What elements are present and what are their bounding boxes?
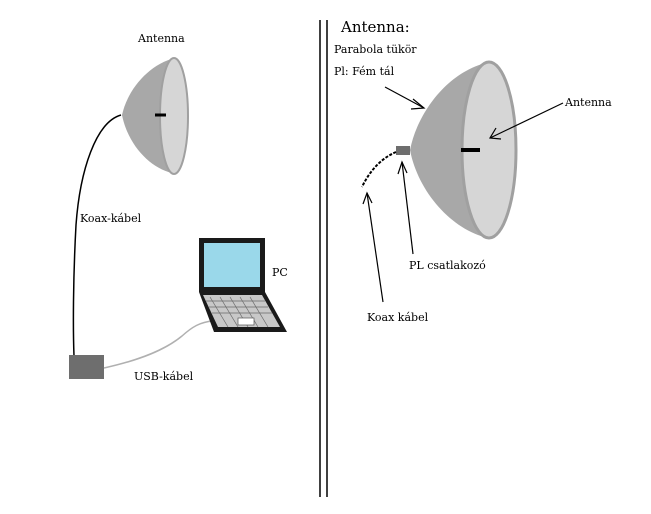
left-setup: Antenna Koax-kábel USB-kábel — [69, 32, 288, 383]
connector-arrowhead — [397, 160, 408, 175]
connector-arrow — [401, 161, 414, 255]
coax-cable-left — [72, 114, 122, 357]
small-dish-antenna — [122, 57, 189, 175]
coax-label-left: Koax-kábel — [80, 212, 142, 225]
antenna-arrowhead — [488, 127, 502, 140]
coax-arrowhead — [362, 191, 373, 205]
usb-cable — [103, 320, 214, 369]
connector-label: PL csatlakozó — [409, 259, 486, 272]
pl-connector — [396, 146, 410, 155]
dish-arrowhead — [410, 98, 426, 110]
laptop-icon — [199, 238, 287, 332]
dish-description-line2: Pl: Fém tál — [334, 65, 395, 78]
laptop-keys — [206, 296, 272, 328]
receiver-device — [69, 355, 104, 379]
large-dish-antenna — [396, 60, 518, 240]
pc-label: PC — [272, 266, 288, 279]
antenna-label-right: Antenna — [564, 96, 612, 109]
coax-label-right: Koax kábel — [367, 311, 429, 324]
right-detail: Antenna: Parabola tükör Pl: Fém tál Ante… — [334, 18, 612, 324]
dish-arrow — [384, 86, 425, 109]
laptop-keyboard-deck — [203, 295, 280, 327]
usb-label: USB-kábel — [134, 370, 194, 383]
arrows — [362, 86, 564, 303]
coax-arrow — [366, 192, 384, 303]
laptop-touchpad — [237, 317, 255, 326]
dish-description-line1: Parabola tükör — [334, 43, 417, 56]
detail-title: Antenna: — [340, 18, 410, 36]
antenna-label-left: Antenna — [137, 32, 185, 45]
coax-cable-stub — [361, 151, 397, 188]
laptop-screen — [204, 243, 260, 287]
antenna-arrow — [489, 102, 564, 139]
